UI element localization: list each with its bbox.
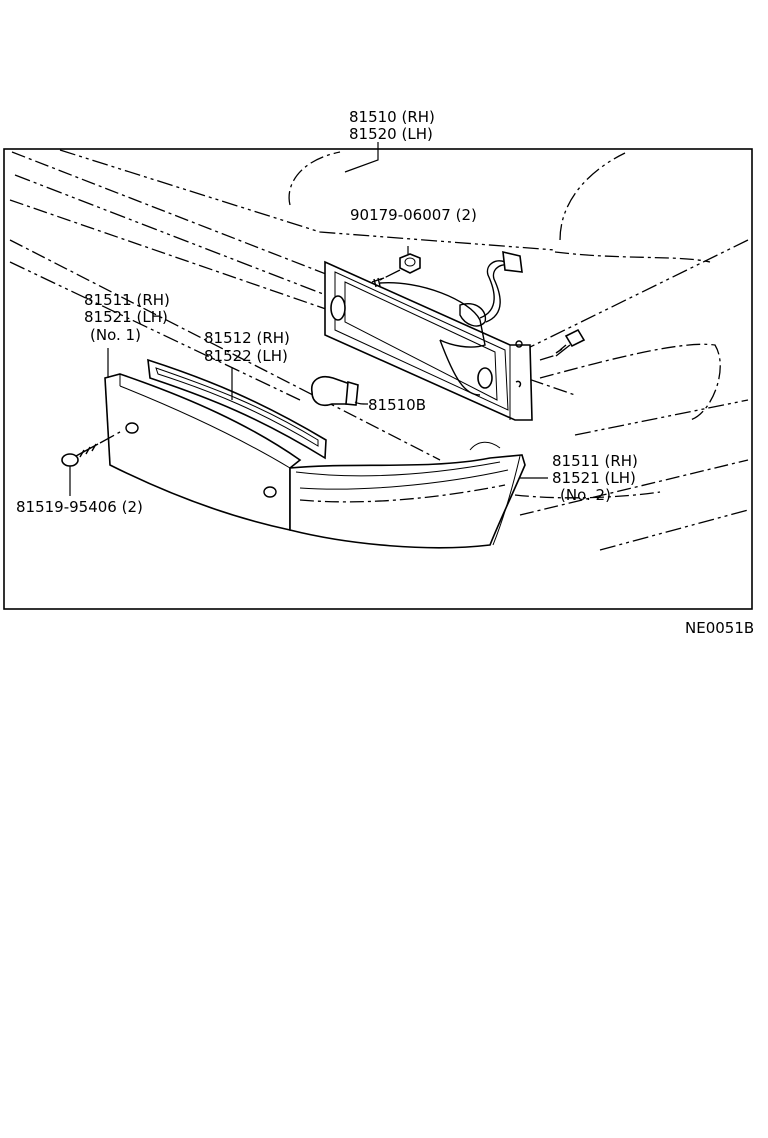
callout-bulb: 81510B (368, 396, 426, 414)
nut (379, 246, 421, 281)
figure-code: NE0051B (685, 619, 754, 637)
lens-no1 (104, 348, 302, 531)
callout-gasket-lh: 81522 (LH) (204, 347, 288, 365)
lamp-assy-leader (344, 142, 379, 173)
callout-lens-no2-lh: 81521 (LH) (552, 469, 636, 487)
callout-nut: 90179-06007 (2) (350, 206, 477, 224)
callout-gasket-rh: 81512 (RH) (204, 329, 290, 347)
callout-lamp-assy-lh: 81520 (LH) (349, 125, 433, 143)
lamp-housing (324, 250, 533, 421)
callout-lens-no2-no: (No. 2) (560, 486, 611, 504)
housing-screw-icon (371, 277, 385, 288)
callout-lamp-assy-rh: 81510 (RH) (349, 108, 435, 126)
lens-screw-icon (61, 431, 121, 496)
callout-lens-no1-rh: 81511 (RH) (84, 291, 170, 309)
bulb (310, 376, 369, 407)
callout-lens-no2-rh: 81511 (RH) (552, 452, 638, 470)
gasket (147, 358, 327, 460)
callout-lens-no1-no: (No. 1) (90, 326, 141, 344)
callout-screw: 81519-95406 (2) (16, 498, 143, 516)
callout-lens-no1-lh: 81521 (LH) (84, 308, 168, 326)
side-screw-icon (539, 328, 586, 361)
lens-no2 (289, 441, 548, 549)
